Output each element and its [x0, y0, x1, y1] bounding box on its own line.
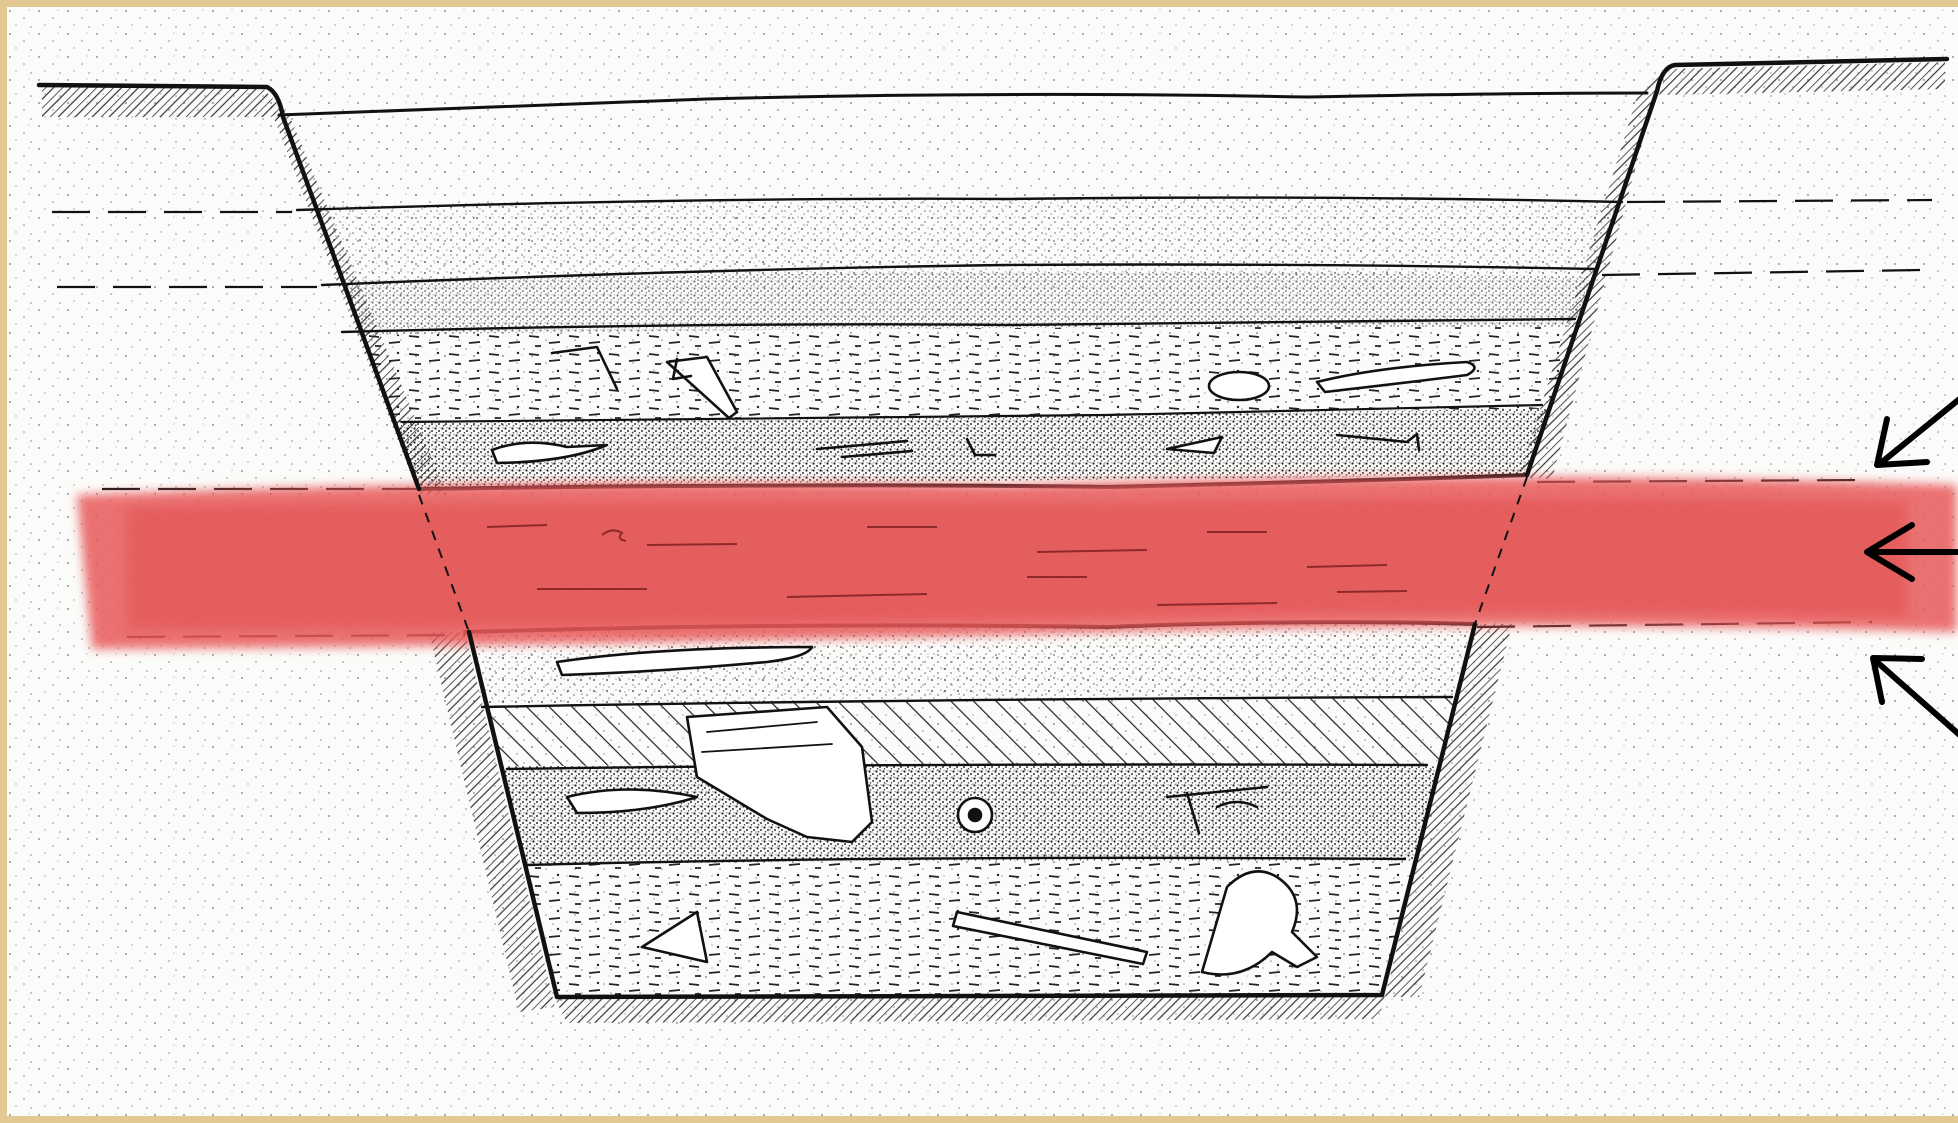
layer-hatched-clay [447, 697, 1487, 767]
upper-layers [257, 87, 1677, 497]
pebble-icon [1209, 372, 1269, 400]
stratigraphy-diagram [7, 7, 1958, 1123]
layer-basal-fill [447, 860, 1487, 1007]
pit-floor-hatch [555, 995, 1385, 1023]
ground-hatch-left [42, 87, 279, 117]
layer-sandy-silt [257, 198, 1677, 282]
ring-bead-icon [969, 809, 981, 821]
highlighted-stratum [77, 477, 1957, 649]
